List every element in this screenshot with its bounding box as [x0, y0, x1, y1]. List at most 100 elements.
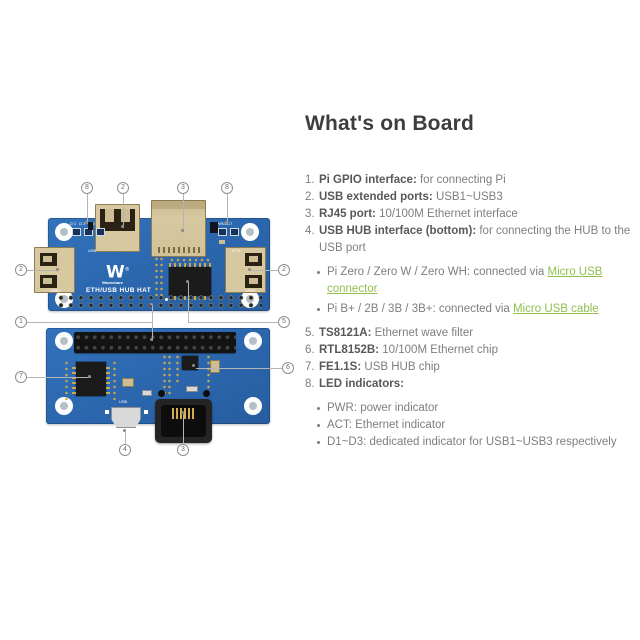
chip-pins: [72, 364, 76, 394]
rj45-mount-post: [158, 390, 165, 397]
callout-dot: [181, 411, 184, 414]
usb-contact: [43, 278, 52, 284]
sub-bullet-d1d3: D1~D3: dedicated indicator for USB1~USB3…: [317, 434, 631, 451]
led-d1: [72, 228, 81, 236]
fe11s-chip: [72, 362, 110, 396]
smd-component: [219, 240, 225, 244]
mounting-hole: [55, 332, 73, 350]
led-labels-d1-d3: D1 D2 D3: [70, 221, 96, 226]
callout-dot: [225, 221, 228, 224]
item-label: RTL8152B:: [319, 344, 380, 356]
rj45-mount-post: [203, 390, 210, 397]
item-8-sublist: PWR: power indicator ACT: Ethernet indic…: [317, 400, 631, 451]
bullet-dot: [317, 400, 327, 417]
callout-3-rj45: 3: [177, 182, 189, 194]
item-4-sublist: Pi Zero / Zero W / Zero WH: connected vi…: [317, 264, 631, 318]
gpio-footprint-row: [56, 294, 262, 309]
bullet-dot: [317, 264, 327, 298]
callout-4-usb-hub-interface: 4: [119, 444, 131, 456]
through-holes: [175, 354, 181, 384]
item-text: Ethernet wave filter: [371, 327, 474, 339]
callout-1-gpio: 1: [15, 316, 27, 328]
callout-dot: [88, 375, 91, 378]
usb-contact: [121, 209, 130, 222]
mounting-hole: [244, 332, 262, 350]
callout-5-ts8121a: 5: [278, 316, 290, 328]
ts8121a-chip: [169, 263, 211, 300]
callout-8-pwr-act: 8: [221, 182, 233, 194]
callout-7-fe11s: 7: [15, 371, 27, 383]
sub-bullet-act: ACT: Ethernet indicator: [317, 417, 631, 434]
callout-line: [123, 193, 124, 228]
callout-dot: [85, 221, 88, 224]
list-item-2: 2. USB extended ports: USB1~USB3: [305, 191, 503, 203]
chip-pins: [169, 263, 211, 267]
micro-usb-connector-link[interactable]: Micro USB connector: [327, 266, 603, 295]
usb-slot: [100, 209, 135, 231]
list-item-6: 6. RTL8152B: 10/100M Ethernet chip: [305, 344, 498, 356]
callout-8-led-d1d3: 8: [81, 182, 93, 194]
smd-component: [88, 222, 93, 230]
item-text: for connecting the HUB to the USB port: [319, 225, 631, 254]
item-text: USB1~USB3: [432, 191, 503, 203]
bullet-text: PWR: power indicator: [327, 402, 439, 414]
rj45-port: [151, 200, 206, 257]
brand-silk-label: Waveshare: [102, 280, 123, 285]
rj45-flange: [152, 201, 205, 209]
list-item-4: 4. USB HUB interface (bottom): for conne…: [305, 225, 631, 254]
item-label: USB extended ports:: [319, 191, 433, 203]
chip-pins: [106, 364, 110, 394]
callout-line: [196, 368, 282, 369]
rj45-contacts: [172, 408, 196, 419]
usb1-silk-label: USB1: [50, 288, 61, 293]
item-text: 10/100M Ethernet chip: [379, 344, 498, 356]
item-text: USB HUB chip: [361, 361, 440, 373]
callout-6-rtl8152b: 6: [282, 362, 294, 374]
usb-contact: [43, 256, 52, 262]
silk-mark: [144, 410, 148, 414]
through-holes: [154, 256, 164, 300]
callout-line: [152, 304, 153, 341]
callout-line: [188, 282, 189, 322]
micro-usb-port: [111, 407, 141, 428]
usb-silk-label: USB: [88, 248, 97, 253]
hub-hat-back-board: USB: [46, 328, 270, 443]
sub-bullet-pwr: PWR: power indicator: [317, 400, 631, 417]
list-item-1: 1. Pi GPIO interface: for connecting Pi: [305, 174, 506, 186]
hub-hat-front-board: W® Waveshare ETH/USB HUB HAT D1 D2 D3 US…: [34, 200, 270, 311]
callout-line: [27, 377, 91, 378]
callout-line: [27, 322, 152, 323]
callout-line: [125, 432, 126, 444]
usb-slot: [40, 253, 57, 266]
callout-dot: [150, 303, 153, 306]
list-item-7: 7. FE1.1S: USB HUB chip: [305, 361, 440, 373]
usb3-silk-label: USB3: [245, 288, 256, 293]
through-holes: [169, 257, 211, 263]
through-holes: [206, 354, 212, 394]
callout-dot: [56, 268, 59, 271]
micro-usb-cable-link[interactable]: Micro USB cable: [513, 303, 599, 315]
callout-line: [250, 270, 278, 271]
item-label: LED indicators:: [319, 378, 404, 390]
whats-on-board-section: What's on Board 1. Pi GPIO interface: fo…: [305, 112, 631, 458]
usb-contact: [249, 278, 258, 284]
callout-2-usb-top: 2: [117, 182, 129, 194]
through-holes: [112, 360, 118, 400]
callout-dot: [181, 229, 184, 232]
mounting-hole: [55, 223, 73, 241]
list-item-8: 8. LED indicators:: [305, 378, 404, 390]
pin1-marker: [165, 298, 168, 301]
sub-bullet-pi-b: Pi B+ / 2B / 3B / 3B+: connected via Mic…: [317, 301, 631, 318]
usb-slot: [245, 253, 262, 266]
pwr-act-silk-label: PWR/ACT: [214, 221, 233, 226]
mounting-hole: [55, 397, 73, 415]
bullet-text: ACT: Ethernet indicator: [327, 419, 446, 431]
item-label: RJ45 port:: [319, 208, 376, 220]
usb-slot: [245, 275, 262, 288]
usb-bottom-silk-label: USB: [119, 399, 128, 404]
item-label: USB HUB interface (bottom):: [319, 225, 477, 237]
mounting-hole: [241, 223, 259, 241]
item-label: FE1.1S:: [319, 361, 362, 373]
led-act: [230, 228, 239, 236]
item-label: Pi GPIO interface:: [319, 174, 417, 186]
